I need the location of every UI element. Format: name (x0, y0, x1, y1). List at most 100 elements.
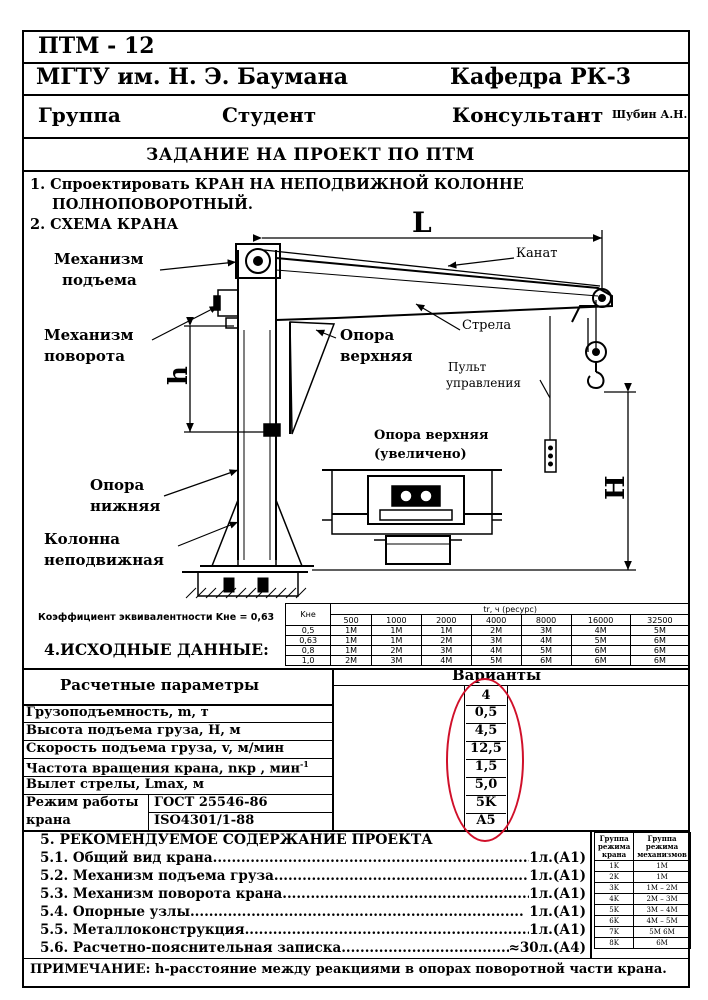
label-lift-mechanism-2: подъема (62, 271, 137, 289)
task-item-1-line-2: ПОЛНОПОВОРОТНЫЙ. (52, 196, 253, 213)
cell: 5M (520, 645, 572, 656)
cell: 3M (520, 625, 572, 636)
upper-support-detail (322, 469, 502, 565)
label-rope: Канат (516, 246, 558, 261)
cell: 3M (470, 635, 522, 646)
label-detail-2: (увеличено) (374, 447, 467, 462)
cell: 2K (593, 871, 635, 883)
list-item: 5.4. Опорные узлы.......................… (40, 904, 586, 922)
params-row-rule (22, 776, 332, 777)
cell: 3M – 4M (633, 904, 691, 916)
mode-table-header-crane: Группа режима крана (593, 832, 635, 861)
cell: 6M (520, 655, 572, 666)
mode-group-table: Группа режима крана Группа режима механи… (593, 832, 691, 949)
consultant-name: Шубин А.Н. (612, 108, 688, 121)
dimension-L (252, 230, 603, 290)
row-k: 0,8 (284, 645, 332, 656)
params-row-rule (22, 722, 332, 723)
list-item: 5.1. Общий вид крана....................… (40, 850, 586, 868)
params-divider (332, 668, 334, 830)
table-row: 1,0 2M 3M 4M 5M 6M 6M 6M (284, 655, 691, 666)
list-item: 5.2. Механизм подъема груза.............… (40, 868, 586, 886)
section-4-title: 4.ИСХОДНЫЕ ДАННЫЕ: (44, 640, 269, 659)
params-row-rule (22, 740, 332, 741)
iso-label: ISO4301/1-88 (154, 813, 255, 828)
cell: 4M (520, 635, 572, 646)
cell: 2M (470, 625, 522, 636)
note-label: ПРИМЕЧАНИЕ: (30, 962, 151, 977)
contents-item-text: 5.2. Механизм подъема груза.............… (40, 868, 528, 884)
dim-H-label: H (601, 475, 631, 500)
note-text: h-расстояние между реакциями в опорах по… (150, 962, 667, 977)
table-row: 0,5 1M 1M 1M 2M 3M 4M 5M (284, 625, 691, 636)
contents-list: 5.1. Общий вид крана....................… (40, 850, 586, 958)
mode-label-2: крана (26, 813, 71, 828)
cell: 5K (593, 904, 635, 916)
dim-h-label: h (164, 366, 194, 385)
cell: 4M – 5M (633, 915, 691, 927)
cell: 4M (420, 655, 472, 666)
height-label: Высота подъема груза, H, м (26, 723, 241, 738)
resource-col: 2000 (420, 614, 472, 626)
rotation-label-sup: -1 (299, 759, 309, 769)
cell: 4M (570, 625, 631, 636)
variants-label: Варианты (452, 666, 542, 684)
resource-table-corner: Kнe (284, 603, 332, 626)
cell: 5M (470, 655, 522, 666)
cell: 6M (570, 655, 631, 666)
contents-item-value: 1л.(А1) (529, 850, 586, 866)
consultant-label: Консультант (452, 103, 604, 127)
contents-item-value: 1л.(А1) (529, 886, 586, 902)
rotation-label-text: Частота вращения крана, nкр , мин (26, 761, 300, 777)
cell: 1M – 2M (633, 882, 691, 894)
cell: 1M (330, 625, 372, 636)
mode-table-divider (590, 830, 592, 958)
boom (275, 257, 613, 435)
student-label: Студент (222, 103, 317, 127)
list-item: 5.5. Металлоконструкция.................… (40, 922, 586, 940)
label-pendant-1: Пульт (448, 360, 487, 374)
page-title: ЗАДАНИЕ НА ПРОЕКТ ПО ПТМ (146, 145, 475, 165)
cell: 4M (470, 645, 522, 656)
cell: 1K (593, 860, 635, 872)
header-rule-3 (22, 137, 690, 139)
contents-item-value: 1л.(А1) (529, 904, 586, 920)
cell: 2M (330, 655, 372, 666)
leader-lines (151, 257, 551, 547)
label-column-2: неподвижная (44, 551, 164, 569)
resource-table: Kнe tr, ч (ресурс) 500 1000 2000 4000 80… (284, 603, 691, 666)
department-name: Кафедра РК-3 (450, 64, 632, 90)
cell: 1M (633, 860, 691, 872)
label-lift-mechanism-1: Механизм (54, 250, 144, 268)
cell: 3K (593, 882, 635, 894)
resource-col: 500 (330, 614, 372, 626)
resource-col: 8000 (520, 614, 572, 626)
row-k: 1,0 (284, 655, 332, 666)
contents-item-text: 5.3. Механизм поворота крана............… (40, 886, 530, 902)
cell: 5M 6M (633, 926, 691, 938)
params-bottom-rule (22, 830, 690, 832)
mode-col-rule (148, 794, 149, 830)
contents-item-value: 1л.(А1) (529, 922, 586, 938)
gost-label: ГОСТ 25546-86 (154, 795, 268, 810)
cell: 8K (593, 937, 635, 949)
note-rule (22, 958, 690, 959)
label-detail-1: Опора верхняя (374, 428, 489, 443)
header-rule-2 (22, 94, 690, 96)
section-5-title: 5. РЕКОМЕНДУЕМОЕ СОДЕРЖАНИЕ ПРОЕКТА (40, 832, 433, 848)
cell: 2M – 3M (633, 893, 691, 905)
list-item: 5.6. Расчетно-пояснительная записка.....… (40, 940, 586, 958)
list-item: 5.3. Механизм поворота крана............… (40, 886, 586, 904)
label-boom: Стрела (462, 318, 512, 333)
cell: 5M (629, 625, 691, 636)
table-row: 0,8 1M 2M 3M 4M 5M 6M 6M (284, 645, 691, 656)
pendant-control (544, 316, 557, 473)
cell: 4K (593, 893, 635, 905)
contents-item-text: 5.4. Опорные узлы.......................… (40, 904, 524, 920)
variant-highlight-ellipse (446, 678, 524, 842)
foundation (182, 571, 308, 599)
